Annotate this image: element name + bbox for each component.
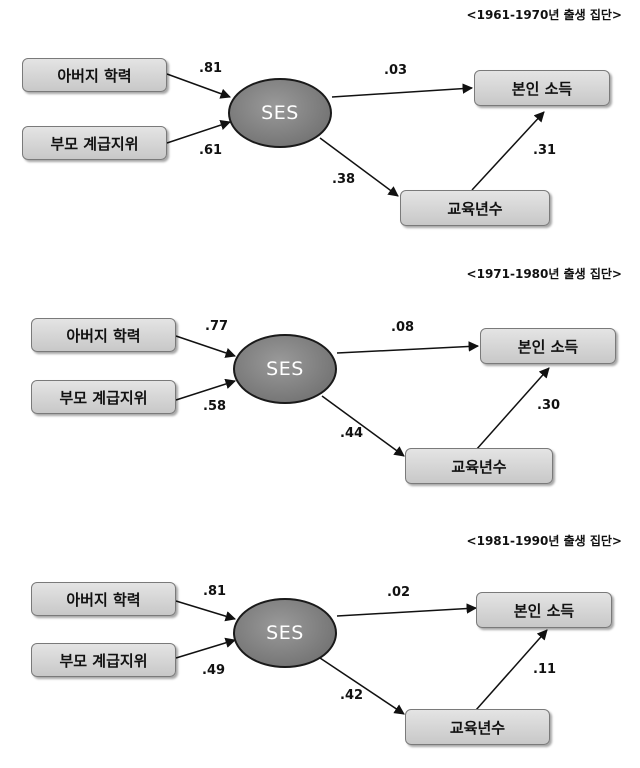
path-arrows xyxy=(175,335,550,457)
node-education-years: 교육년수 xyxy=(405,709,550,745)
arrow-edu-to-income xyxy=(475,629,548,711)
panel-cohort-1971-1980: <1971-1980년 출생 집단> 아버지 학력 부모 계급지위 SES 본인… xyxy=(0,258,640,514)
coef-parent-status-to-ses: .49 xyxy=(202,663,226,678)
node-father-education: 아버지 학력 xyxy=(31,582,176,616)
arrow-ses-to-edu xyxy=(319,657,405,715)
arrow-ses-to-income xyxy=(336,341,480,354)
coef-ses-to-edu: .42 xyxy=(340,688,364,703)
arrow-edu-to-income xyxy=(475,367,550,451)
node-ses: SES xyxy=(233,334,337,404)
panel-cohort-1961-1970: <1961-1970년 출생 집단> 아버지 학력 부모 계급지위 SES 본인… xyxy=(0,0,640,256)
coef-father-edu-to-ses: .81 xyxy=(199,61,223,76)
coef-parent-status-to-ses: .58 xyxy=(203,399,227,414)
coef-ses-to-edu: .44 xyxy=(340,426,364,441)
panel-cohort-1981-1990: <1981-1990년 출생 집단> 아버지 학력 부모 계급지위 SES 본인… xyxy=(0,512,640,768)
coef-father-edu-to-ses: .77 xyxy=(205,319,229,334)
coef-parent-status-to-ses: .61 xyxy=(199,143,223,158)
node-ses: SES xyxy=(233,598,337,668)
arrow-ses-to-edu xyxy=(319,137,399,197)
node-ses: SES xyxy=(228,78,332,148)
node-parent-class-status: 부모 계급지위 xyxy=(22,126,167,160)
coef-ses-to-income: .02 xyxy=(387,585,411,600)
coef-father-edu-to-ses: .81 xyxy=(203,584,227,599)
node-own-income: 본인 소득 xyxy=(474,70,610,106)
coef-edu-to-income: .30 xyxy=(537,398,561,413)
node-own-income: 본인 소득 xyxy=(480,328,616,364)
node-parent-class-status: 부모 계급지위 xyxy=(31,643,176,677)
node-parent-class-status: 부모 계급지위 xyxy=(31,380,176,414)
path-arrows xyxy=(175,600,548,715)
node-father-education: 아버지 학력 xyxy=(22,58,167,92)
coef-ses-to-income: .03 xyxy=(384,63,408,78)
coef-ses-to-edu: .38 xyxy=(332,172,356,187)
arrow-ses-to-income xyxy=(336,603,478,617)
panel-title: <1961-1970년 출생 집단> xyxy=(466,8,622,22)
arrow-ses-to-edu xyxy=(321,395,405,457)
node-education-years: 교육년수 xyxy=(400,190,550,226)
panel-title: <1971-1980년 출생 집단> xyxy=(466,267,622,281)
arrow-edu-to-income xyxy=(471,111,545,191)
arrow-parent-status-to-ses xyxy=(175,637,237,659)
arrow-father-edu-to-ses xyxy=(166,73,231,99)
arrow-father-edu-to-ses xyxy=(175,335,236,358)
coef-edu-to-income: .11 xyxy=(533,662,557,677)
arrow-parent-status-to-ses xyxy=(166,120,231,144)
panel-title: <1981-1990년 출생 집단> xyxy=(466,534,622,548)
arrow-parent-status-to-ses xyxy=(175,378,236,401)
coef-ses-to-income: .08 xyxy=(391,320,415,335)
node-father-education: 아버지 학력 xyxy=(31,318,176,352)
path-arrows xyxy=(166,73,545,197)
arrow-ses-to-income xyxy=(331,83,474,98)
coef-edu-to-income: .31 xyxy=(533,143,557,158)
node-own-income: 본인 소득 xyxy=(476,592,612,628)
node-education-years: 교육년수 xyxy=(405,448,553,484)
arrow-father-edu-to-ses xyxy=(175,600,237,622)
